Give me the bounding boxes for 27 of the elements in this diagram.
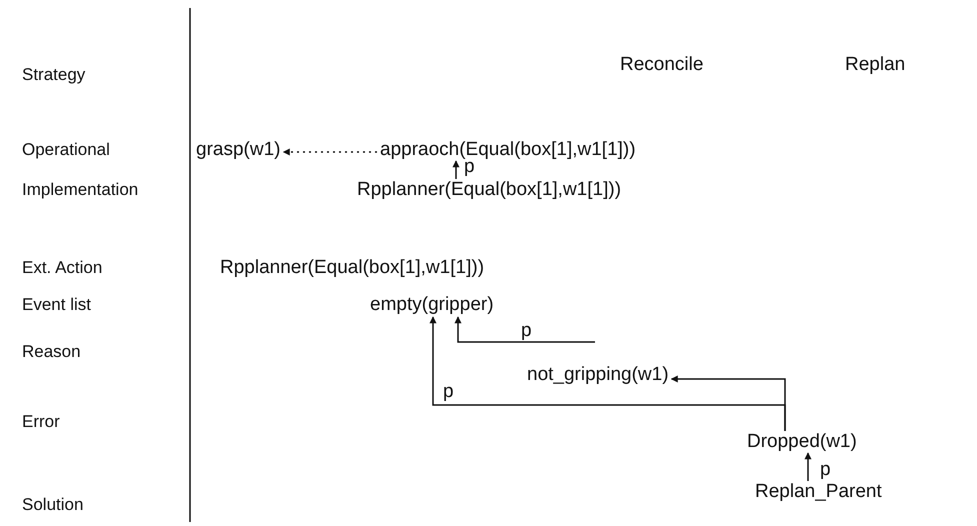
row-label: Operational: [22, 139, 110, 161]
action-text: Rpplanner(Equal(box[1],w1[1])): [220, 257, 484, 279]
row-label: Reason: [22, 341, 81, 363]
row-label: Implementation: [22, 179, 138, 201]
arrow: [430, 316, 786, 431]
term-text: empty(gripper): [370, 294, 494, 316]
edge-label: p: [521, 322, 532, 340]
row-label: Solution: [22, 494, 84, 516]
column-header: Replan: [845, 54, 906, 76]
row-label: Ext. Action: [22, 257, 102, 279]
row-label: Event list: [22, 294, 91, 316]
edge-label: p: [443, 383, 454, 401]
row-label: Strategy: [22, 64, 86, 86]
term-text: not_gripping(w1): [527, 364, 669, 386]
dotted-arrow: [282, 148, 377, 156]
arrow: [804, 452, 812, 481]
edge-label: p: [464, 158, 475, 176]
term-text: appraoch(Equal(box[1],w1[1])): [380, 139, 636, 161]
term-text: Rpplanner(Equal(box[1],w1[1])): [357, 179, 622, 201]
row-label: Error: [22, 411, 60, 433]
column-header: Reconcile: [620, 54, 704, 76]
term-text: Replan_Parent: [755, 481, 882, 503]
arrow: [452, 160, 460, 179]
term-text: grasp(w1): [196, 139, 280, 161]
arrow: [454, 316, 595, 343]
edge-label: p: [820, 461, 831, 479]
term-text: Dropped(w1): [747, 431, 857, 453]
